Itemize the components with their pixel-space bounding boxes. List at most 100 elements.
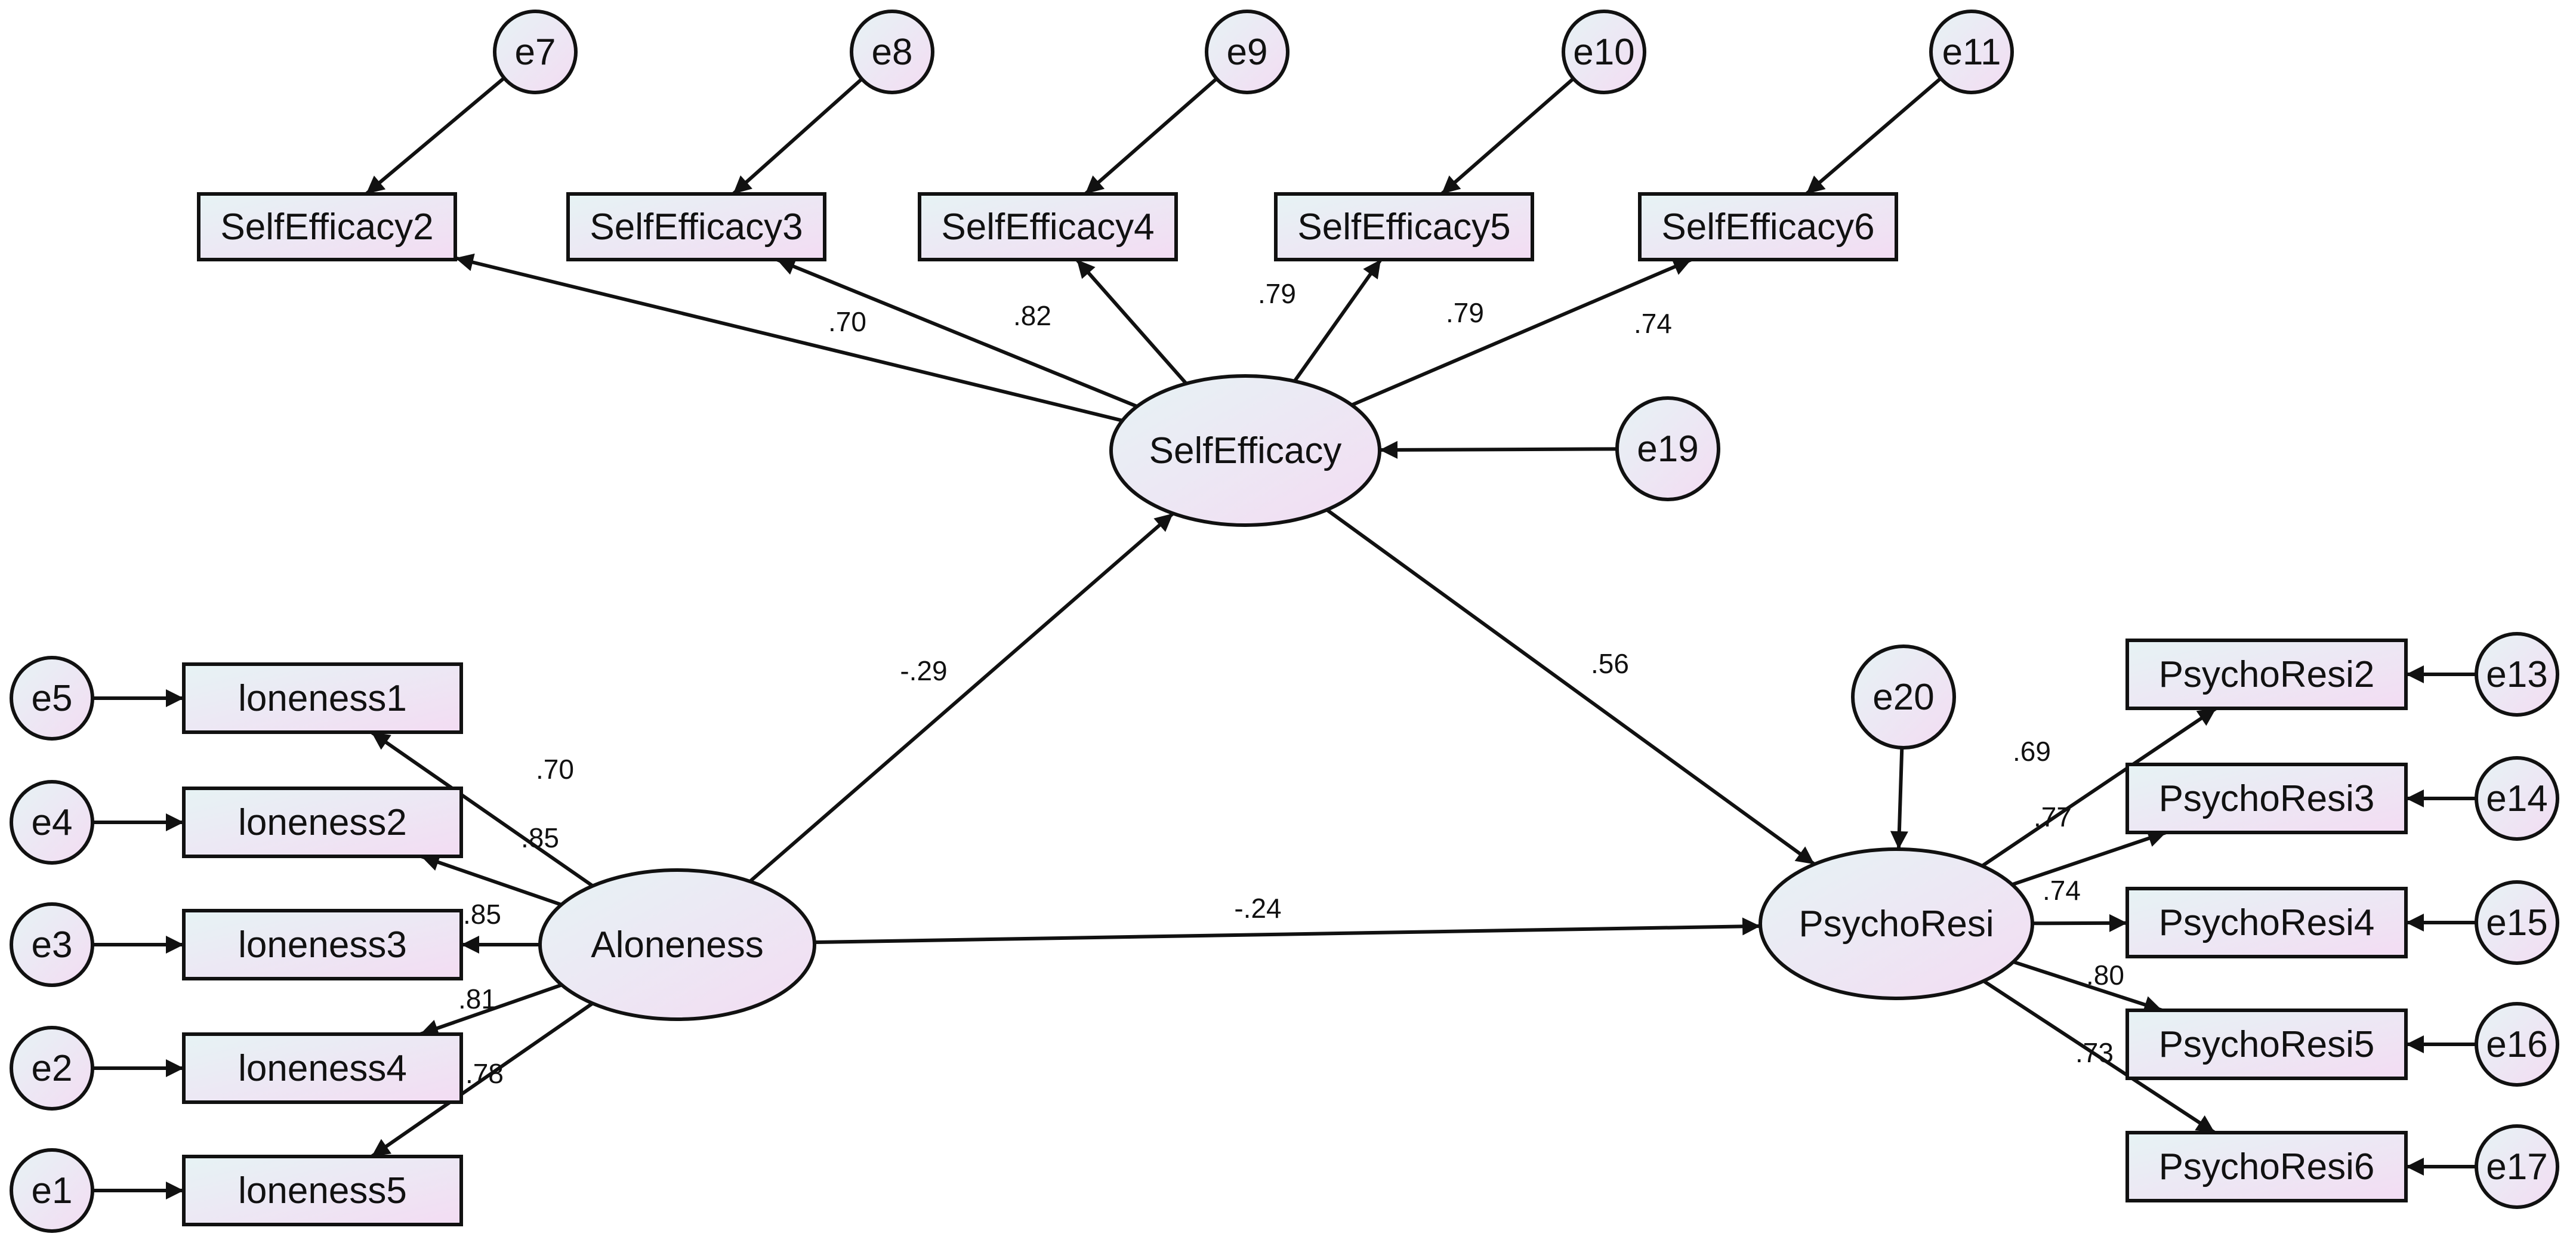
psycho-resi-indicator-3-label: PsychoResi3 <box>2159 778 2375 819</box>
error-term-e7 <box>493 10 578 94</box>
loading-arrow-ln-4 <box>371 1001 594 1158</box>
self-efficacy-indicator-5 <box>1274 192 1534 261</box>
psycho-resi-indicator-5 <box>2125 1009 2408 1080</box>
error-term-e1-label: e1 <box>32 1170 73 1211</box>
loading-arrow-se-0 <box>455 253 1123 422</box>
error-term-e14 <box>2475 756 2559 841</box>
self-efficacy-latent-label: SelfEfficacy <box>1149 430 1342 471</box>
loading-label-ln-0: .70 <box>536 754 574 785</box>
loneness-indicator-3-label: loneness3 <box>238 924 407 966</box>
loading-label-se-4: .74 <box>1634 308 1672 339</box>
loading-arrow-pr-3 <box>2013 960 2163 1013</box>
loading-label-pr-4: .73 <box>2075 1037 2114 1068</box>
loading-label-ln-3: .81 <box>458 983 496 1014</box>
error-arrow-se-4 <box>1805 77 1942 196</box>
loading-label-pr-3: .80 <box>2086 960 2124 991</box>
error-term-e8-label: e8 <box>872 32 913 73</box>
psycho-resi-indicator-4 <box>2125 887 2408 958</box>
loneness-indicator-1-label: loneness1 <box>238 678 407 719</box>
loneness-indicator-5-label: loneness5 <box>238 1170 407 1211</box>
loading-arrow-ln-1 <box>420 853 562 906</box>
aloneness-latent <box>538 868 816 1021</box>
loading-label-se-1: .82 <box>1013 300 1051 331</box>
self-efficacy-indicator-5-label: SelfEfficacy5 <box>1297 206 1510 248</box>
loading-label-ln-2: .85 <box>463 899 501 930</box>
error-term-e10 <box>1562 10 1646 94</box>
self-efficacy-indicator-3-label: SelfEfficacy3 <box>590 206 803 248</box>
loneness-indicator-1 <box>182 662 463 734</box>
loading-label-pr-2: .74 <box>2043 875 2081 906</box>
error-term-e2-label: e2 <box>32 1048 73 1089</box>
loading-arrow-pr-1 <box>2012 829 2167 887</box>
error-term-e11-label: e11 <box>1942 32 2001 73</box>
self-efficacy-indicator-4-label: SelfEfficacy4 <box>941 206 1154 248</box>
error-term-e13 <box>2475 632 2559 717</box>
loading-arrow-se-2 <box>1075 258 1188 385</box>
error-term-e16 <box>2475 1002 2559 1087</box>
error-term-e3-label: e3 <box>32 924 73 966</box>
error-term-e9-label: e9 <box>1227 32 1268 73</box>
path-arrow-aloneness-psychoresi <box>814 917 1761 945</box>
aloneness-latent-label: Aloneness <box>591 924 764 966</box>
error-term-e9 <box>1205 10 1289 94</box>
error-term-e7-label: e7 <box>515 32 556 73</box>
loneness-indicator-3 <box>182 909 463 980</box>
loading-arrow-ln-0 <box>370 730 594 888</box>
arrows-layer <box>92 76 2476 1199</box>
error-term-e2 <box>10 1026 94 1111</box>
self-efficacy-indicator-2-label: SelfEfficacy2 <box>220 206 433 248</box>
psycho-resi-indicator-5-label: PsychoResi5 <box>2159 1024 2375 1065</box>
self-efficacy-indicator-6-label: SelfEfficacy6 <box>1661 206 1874 248</box>
path-label-aloneness-psychoresi: -.24 <box>1234 893 1281 924</box>
error-term-e19-label: e19 <box>1637 428 1698 470</box>
psycho-resi-indicator-4-label: PsychoResi4 <box>2159 902 2375 943</box>
loneness-indicator-4-label: loneness4 <box>238 1048 407 1089</box>
error-term-e17-label: e17 <box>2486 1146 2547 1188</box>
psycho-resi-latent-label: PsychoResi <box>1798 903 1994 945</box>
error-term-e20 <box>1851 644 1956 750</box>
psycho-resi-indicator-6-label: PsychoResi6 <box>2159 1146 2375 1188</box>
error-term-e5 <box>10 656 94 741</box>
error-arrow-e20 <box>1890 747 1908 850</box>
loading-arrow-se-3 <box>1293 258 1383 383</box>
loading-label-ln-4: .78 <box>465 1058 504 1089</box>
error-term-e16-label: e16 <box>2486 1024 2547 1065</box>
loading-label-se-3: .79 <box>1446 297 1484 328</box>
labels-layer: .70.82.79.79.74.70.85.85.81.78.69.77.74.… <box>458 278 2124 1089</box>
error-term-e1 <box>10 1148 94 1233</box>
error-term-e5-label: e5 <box>32 678 73 719</box>
error-term-e19 <box>1615 396 1720 501</box>
error-term-e4-label: e4 <box>32 802 73 843</box>
error-arrow-se-3 <box>1440 77 1575 196</box>
self-efficacy-indicator-4 <box>918 192 1178 261</box>
loading-arrow-se-4 <box>1351 258 1692 407</box>
path-arrow-selfefficacy-psychoresi <box>1325 508 1816 866</box>
error-term-e13-label: e13 <box>2486 654 2547 695</box>
error-term-e10-label: e10 <box>1573 32 1634 73</box>
error-term-e15-label: e15 <box>2486 902 2547 943</box>
loneness-indicator-2-label: loneness2 <box>238 802 407 843</box>
loading-arrow-se-1 <box>776 258 1138 408</box>
error-term-e15 <box>2475 880 2559 965</box>
error-arrow-se-2 <box>1084 77 1218 196</box>
psycho-resi-latent <box>1759 847 2034 1000</box>
error-term-e17 <box>2475 1124 2559 1209</box>
loading-arrow-pr-0 <box>1981 707 2217 868</box>
error-term-e8 <box>850 10 934 94</box>
error-term-e20-label: e20 <box>1872 677 1934 718</box>
loading-label-pr-1: .77 <box>2034 801 2072 832</box>
self-efficacy-latent <box>1109 374 1381 527</box>
error-arrow-se-0 <box>365 76 505 196</box>
loading-label-ln-1: .85 <box>521 822 559 853</box>
error-term-e14-label: e14 <box>2486 778 2547 819</box>
error-arrow-se-1 <box>732 78 863 196</box>
error-term-e3 <box>10 902 94 987</box>
path-label-selfefficacy-psychoresi: .56 <box>1591 648 1629 679</box>
self-efficacy-indicator-6 <box>1638 192 1898 261</box>
error-term-e4 <box>10 780 94 865</box>
loneness-indicator-4 <box>182 1032 463 1104</box>
error-term-e11 <box>1929 10 2014 94</box>
loading-arrow-ln-3 <box>419 983 563 1037</box>
